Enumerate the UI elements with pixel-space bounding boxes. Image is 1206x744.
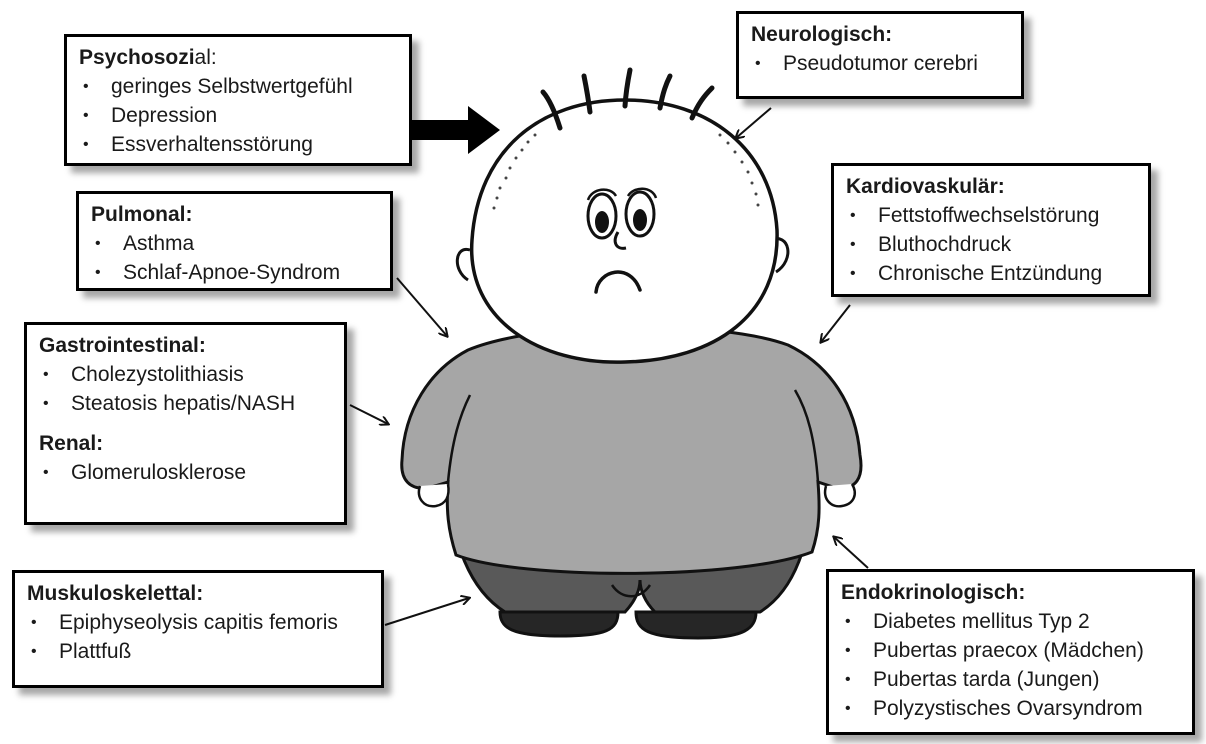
box-kardiovaskular: Kardiovaskulär: Fettstoffwechselstörung … bbox=[831, 163, 1151, 297]
list-item: Schlaf-Apnoe-Syndrom bbox=[91, 258, 378, 287]
list-item: Pubertas tarda (Jungen) bbox=[841, 665, 1180, 694]
list-item: Epiphyseolysis capitis femoris bbox=[27, 608, 369, 637]
title-rest: al: bbox=[195, 46, 217, 69]
list-item: Chronische Entzündung bbox=[846, 259, 1136, 288]
list-item: Bluthochdruck bbox=[846, 230, 1136, 259]
list-item: Glomerulosklerose bbox=[39, 458, 332, 487]
box-psychosozial: Psychosozial: geringes Selbstwertgefühl … bbox=[64, 34, 412, 166]
box-title-renal: Renal: bbox=[39, 432, 332, 456]
head bbox=[457, 70, 788, 362]
box-title: Pulmonal: bbox=[91, 203, 378, 227]
list-item: Asthma bbox=[91, 229, 378, 258]
box-title: Muskuloskelettal: bbox=[27, 582, 369, 606]
big-arrow bbox=[412, 106, 500, 154]
list-item: Steatosis hepatis/NASH bbox=[39, 389, 332, 418]
box-gastrointestinal-renal: Gastrointestinal: Cholezystolithiasis St… bbox=[24, 322, 347, 525]
list-item: Depression bbox=[79, 101, 397, 130]
list-item: Plattfuß bbox=[27, 637, 369, 666]
box-muskuloskelettal: Muskuloskelettal: Epiphyseolysis capitis… bbox=[12, 570, 384, 688]
list-item: Pseudotumor cerebri bbox=[751, 49, 1009, 78]
box-title: Psychosozial: bbox=[79, 46, 397, 70]
list-item: Cholezystolithiasis bbox=[39, 360, 332, 389]
box-title: Endokrinologisch: bbox=[841, 581, 1180, 605]
box-title: Gastrointestinal: bbox=[39, 334, 332, 358]
list-item: geringes Selbstwertgefühl bbox=[79, 72, 397, 101]
box-title: Neurologisch: bbox=[751, 23, 1009, 47]
shirt bbox=[402, 327, 861, 574]
list-item: Diabetes mellitus Typ 2 bbox=[841, 607, 1180, 636]
box-pulmonal: Pulmonal: Asthma Schlaf-Apnoe-Syndrom bbox=[76, 191, 393, 291]
box-neurologisch: Neurologisch: Pseudotumor cerebri bbox=[736, 11, 1024, 99]
box-endokrinologisch: Endokrinologisch: Diabetes mellitus Typ … bbox=[826, 569, 1195, 735]
list-item: Pubertas praecox (Mädchen) bbox=[841, 636, 1180, 665]
list-item: Fettstoffwechselstörung bbox=[846, 201, 1136, 230]
shoes bbox=[500, 612, 756, 638]
box-title: Kardiovaskulär: bbox=[846, 175, 1136, 199]
title-bold: Psychosozi bbox=[79, 46, 195, 69]
list-item: Polyzystisches Ovarsyndrom bbox=[841, 694, 1180, 723]
list-item: Essverhaltensstörung bbox=[79, 130, 397, 159]
